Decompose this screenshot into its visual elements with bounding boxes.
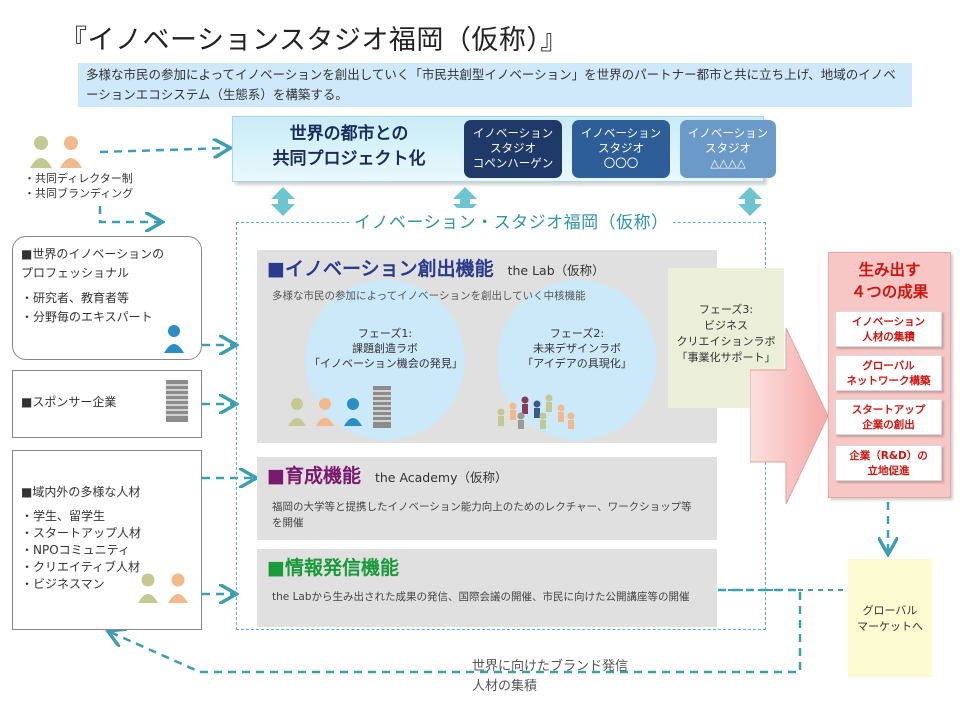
lab-title-text: ■イノベーション創出機能 [267,258,494,280]
outcome-line: 人材の集積 [862,331,915,343]
diverse-line: ・ビジネスマン [21,577,105,591]
outcomes-title: 生み出す ４つの成果 [829,259,950,303]
studio-3: イノベーション スタジオ △△△△ [680,120,776,178]
director-label: ・共同ブランディング [24,187,134,200]
professional-person-icon [164,325,184,353]
building-icon [166,380,188,422]
lab-title: ■イノベーション創出機能 the Lab（仮称） [267,254,605,281]
studio-line: △△△△ [710,156,746,170]
diverse-line: ・スタートアップ人材 [21,526,142,540]
outcomes-title-line: ４つの成果 [850,283,929,301]
pro-line: ・分野毎のエキスパート [21,310,153,324]
outcome-item: 企業（R&D）の 立地促進 [835,445,942,481]
market-line: グローバル [862,604,918,617]
diverse-line: ・NPOコミュニティ [21,543,130,557]
bidir-arrow-right [738,187,762,216]
studio-line: イノベーション [580,126,662,140]
info-section: ■情報発信機能 the Labから生み出された成果の発信、国際会議の開催、市民に… [257,549,717,627]
studio-line: スタジオ [490,141,536,155]
phase-line: クリエイションラボ [676,335,776,348]
outcome-line: 企業（R&D）の [849,450,928,462]
diverse-people-icon [138,573,188,603]
subtitle-banner: 多様な市民の参加によってイノベーションを創出していく「市民共創型イノベーション」… [78,63,912,107]
phase-line: 「アイデアの具現化」 [522,357,632,370]
info-desc: the Labから生み出された成果の発信、国際会議の開催、市民に向けた公開講座等… [272,591,690,603]
diverse-line: ■域内外の多様な人材 [21,485,141,499]
brand-line: 世界に向けたブランド発信 [472,659,629,674]
phase-line: ビジネス [704,319,748,332]
arrow-director-to-region [98,206,160,222]
phase-line: 未来デザインラボ [533,342,621,355]
academy-title: ■育成機能 the Academy（仮称） [267,461,508,488]
outcomes-title-line: 生み出す [858,261,921,279]
outcome-item: スタートアップ 企業の創出 [835,399,942,435]
pro-line: ■世界のイノベーションの [21,247,165,261]
director-people-icon [30,136,82,168]
lab-participants-icon [288,386,391,428]
collab-title: 世界の都市との 共同プロジェクト化 [239,122,459,172]
lab-section: ■イノベーション創出機能 the Lab（仮称） 多様な市民の参加によってイノベー… [257,250,717,443]
studio-line: コペンハーゲン [472,156,554,170]
brand-loop-label: 世界に向けたブランド発信 人材の集積 [472,657,628,697]
diverse-line: ・学生、留学生 [21,509,106,523]
studio-copenhagen: イノベーション スタジオ コペンハーゲン [464,120,562,178]
outcome-item: グローバル ネットワーク構築 [835,355,942,391]
phase1-label: フェーズ1: 課題創造ラボ 「イノベーション機会の発見」 [309,326,463,371]
collab-title-line-1: 世界の都市との [289,124,409,144]
studio-line: 〇〇〇 [603,156,639,170]
crowd-icon [497,394,575,429]
phase2-label: フェーズ2: 未来デザインラボ 「アイデアの具現化」 [501,326,653,371]
outcome-big-arrow [750,328,829,504]
global-market-box: グローバル マーケットへ [848,559,932,677]
outcome-line: グローバル [862,360,915,372]
studio-line: イノベーション [472,126,554,140]
professionals-box: ■世界のイノベーションの プロフェッショナル ・研究者、教育者等 ・分野毎のエキ… [12,236,202,360]
pro-line: プロフェッショナル [21,266,130,280]
bidir-arrow-left [271,187,295,216]
academy-desc: 福岡の大学等と提携したイノベーション能力向上のためのレクチャー、ワークショップ等… [272,501,692,529]
academy-subtitle: the Academy（仮称） [374,470,508,485]
studio-line: スタジオ [705,141,751,155]
outcome-line: 企業の創出 [862,419,915,431]
info-title: ■情報発信機能 [267,557,399,579]
lab-subtitle: the Lab（仮称） [507,263,605,278]
brand-line: 人材の集積 [472,679,538,694]
diverse-line: ・クリエイティブ人材 [21,560,141,574]
lab-desc: 多様な市民の参加によってイノベーションを創出していく中核機能 [272,290,586,302]
sponsor-label: ■スポンサー企業 [21,395,117,409]
outcome-line: 立地促進 [867,465,910,477]
region-title: イノベーション・スタジオ福岡（仮称） [350,208,673,233]
phase-line: 課題創造ラボ [352,342,418,355]
academy-section: ■育成機能 the Academy（仮称） 福岡の大学等と提携したイノベーション能… [257,457,717,540]
outcome-line: スタートアップ [851,404,926,416]
pro-line: ・研究者、教育者等 [21,291,130,305]
outcome-line: ネットワーク構築 [846,375,931,387]
academy-title-text: ■育成機能 [267,465,361,487]
phase-line: フェーズ3: [698,303,754,316]
studio-2: イノベーション スタジオ 〇〇〇 [572,120,670,178]
director-label: ・共同ディレクター制 [24,172,133,185]
outcome-item: イノベーション 人材の集積 [835,311,942,347]
phase-line: 「事業化サポート」 [676,351,776,364]
phase-line: フェーズ1: [357,327,413,340]
studio-line: イノベーション [687,126,769,140]
phase-line: 「イノベーション機会の発見」 [309,357,463,370]
outcomes-panel: 生み出す ４つの成果 イノベーション 人材の集積 グローバル ネットワーク構築 … [828,252,951,498]
market-line: マーケットへ [857,620,923,633]
phase-line: フェーズ2: [549,327,605,340]
director-labels: ・共同ディレクター制 ・共同ブランディング [24,171,133,201]
collab-title-line-2: 共同プロジェクト化 [272,149,426,169]
page-title: 『イノベーションスタジオ福岡（仮称）』 [60,25,568,56]
studio-line: スタジオ [598,141,644,155]
collab-banner: 世界の都市との 共同プロジェクト化 イノベーション スタジオ コペンハーゲン イ… [232,116,776,182]
outcome-line: イノベーション [851,316,926,328]
arrow-director-to-collab [99,148,228,152]
